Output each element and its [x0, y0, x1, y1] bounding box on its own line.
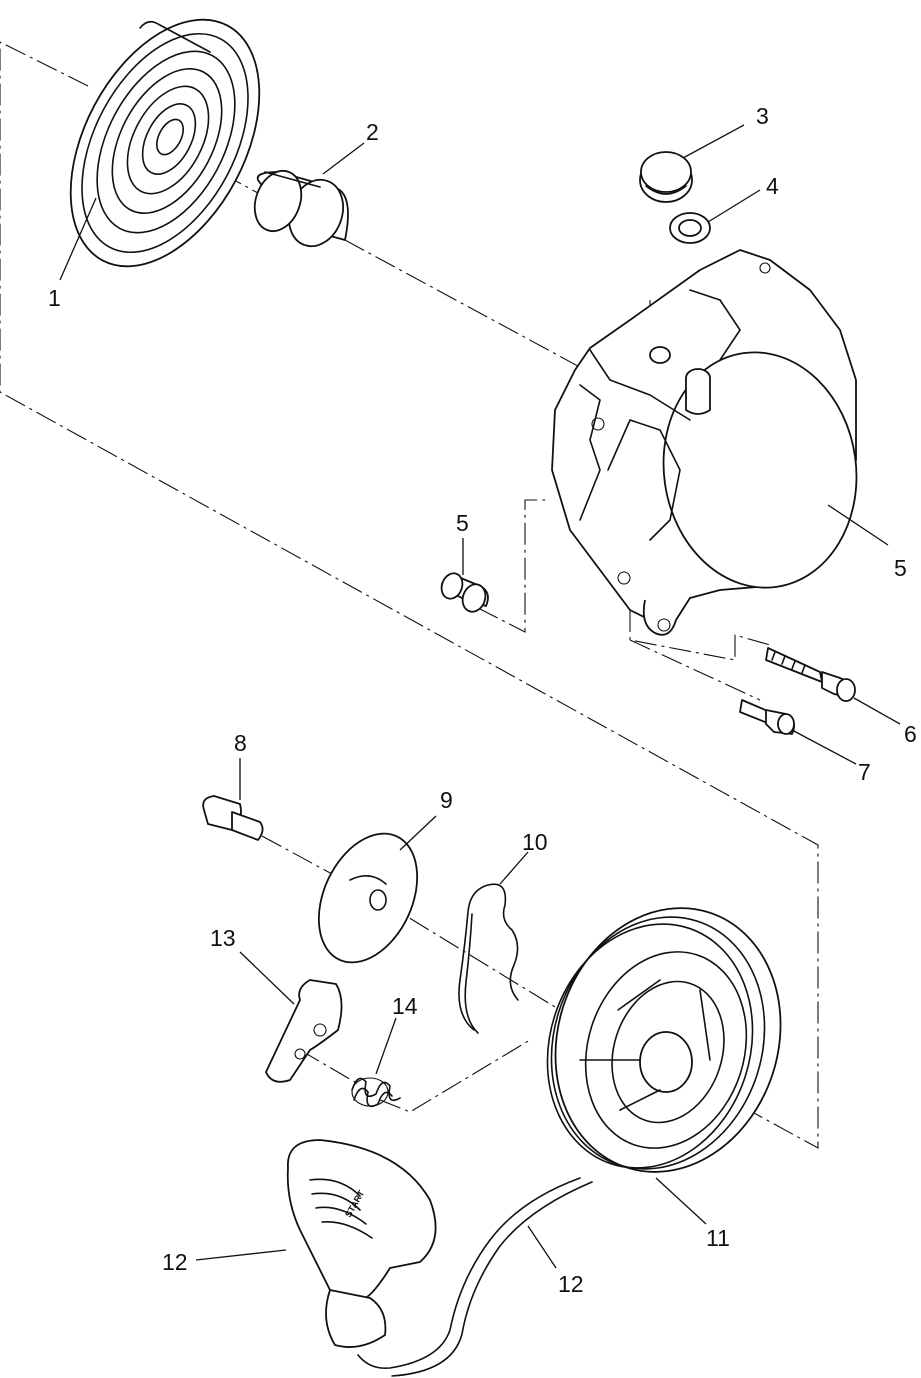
callout-labels: 1 2 3 4 5 5 6 7 8 9 10 11 12 12 13 14	[48, 103, 917, 1297]
callout-13: 13	[210, 925, 236, 951]
washer	[669, 212, 711, 244]
starter-housing	[551, 249, 858, 636]
short-bolt	[739, 699, 795, 735]
callout-1: 1	[48, 285, 61, 311]
wire-spring	[458, 883, 519, 1034]
callout-12-rope: 12	[558, 1271, 584, 1297]
recoil-pulley	[546, 907, 782, 1173]
cap	[639, 151, 693, 203]
callout-8: 8	[234, 730, 247, 756]
pawl-bolt	[202, 795, 264, 841]
callout-5-small-bushing: 5	[456, 510, 469, 536]
friction-plate	[317, 832, 419, 964]
callout-14: 14	[392, 993, 418, 1019]
callout-7: 7	[858, 759, 871, 785]
callout-4: 4	[766, 173, 779, 199]
callout-5-housing: 5	[894, 555, 907, 581]
leader-lines	[59, 124, 901, 1269]
callout-11: 11	[706, 1225, 730, 1251]
callout-6: 6	[904, 721, 917, 747]
pawl	[265, 979, 343, 1083]
callout-3: 3	[756, 103, 769, 129]
callout-9: 9	[440, 787, 453, 813]
small-bushing	[440, 572, 489, 613]
bushing	[253, 170, 349, 248]
callout-2: 2	[366, 119, 379, 145]
rope-and-handle: START	[286, 1139, 593, 1377]
pawl-spring	[351, 1077, 401, 1108]
recoil-spring	[69, 18, 261, 268]
long-bolt	[765, 647, 856, 702]
callout-10: 10	[522, 829, 548, 855]
callout-12-handle: 12	[162, 1249, 188, 1275]
